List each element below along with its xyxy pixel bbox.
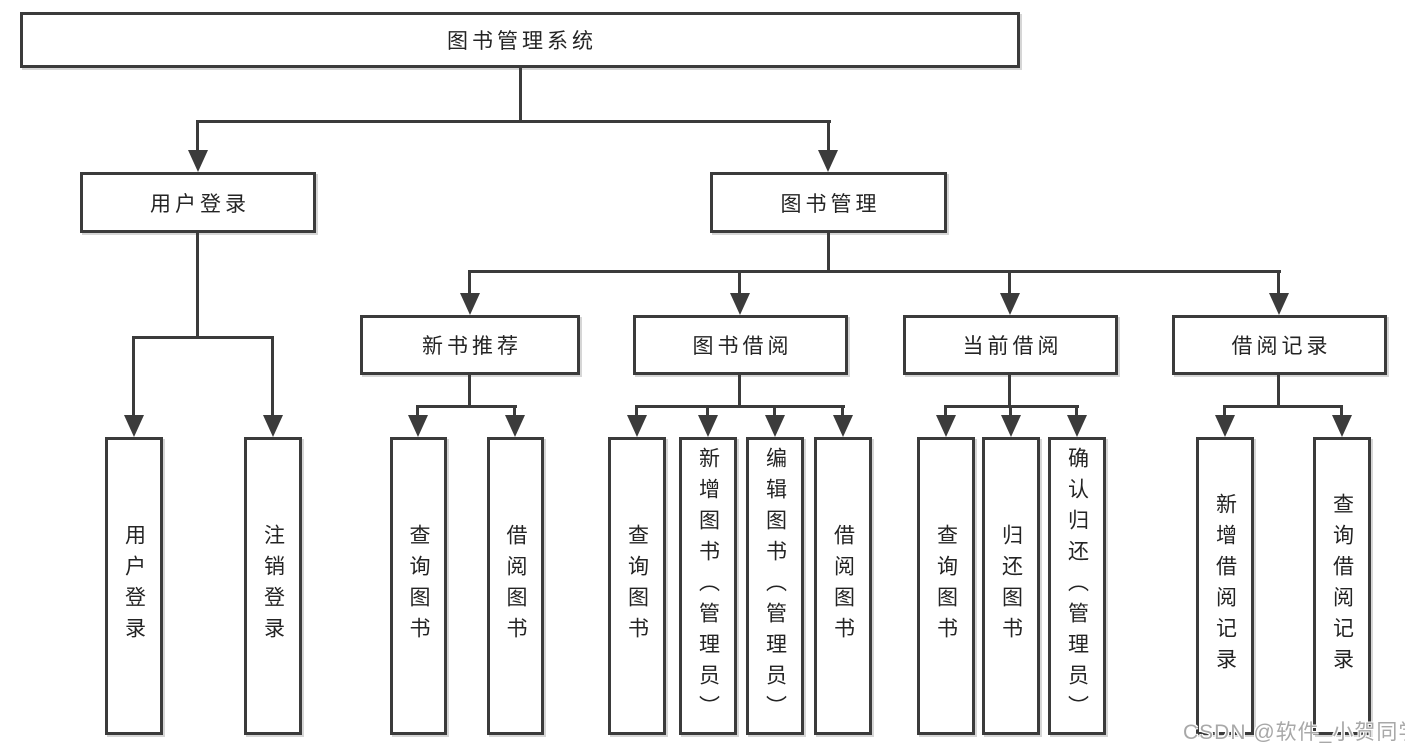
- connector-line: [738, 375, 741, 407]
- leaf-add-book-admin-label: 新增图书（管理员）: [696, 446, 720, 726]
- connector-line: [635, 405, 638, 417]
- leaf-borrow-book: 借阅图书: [814, 437, 872, 735]
- connector-line: [1277, 375, 1280, 407]
- leaf-user-login: 用户登录: [105, 437, 163, 735]
- node-root-label: 图书管理系统: [447, 30, 597, 53]
- leaf-confirm-return-admin-label: 确认归还（管理员）: [1065, 446, 1089, 726]
- connector-line: [416, 405, 419, 417]
- connector-line: [1223, 405, 1226, 417]
- node-current-borrow: 当前借阅: [903, 315, 1118, 375]
- connector-line: [468, 270, 471, 295]
- connector-line: [468, 375, 471, 407]
- leaf-query-book-current-label: 查询图书: [934, 524, 958, 648]
- connector-line: [1009, 405, 1012, 417]
- connector-line: [468, 270, 1281, 273]
- connector-line: [196, 120, 199, 152]
- arrow-down-icon: [1269, 293, 1289, 315]
- node-new-book-recommend-label: 新书推荐: [422, 335, 522, 358]
- connector-line: [1008, 270, 1011, 295]
- connector-line: [738, 270, 741, 295]
- watermark: CSDN @软件_小贺同学: [1183, 721, 1405, 744]
- node-user-login: 用户登录: [80, 172, 316, 233]
- connector-line: [827, 233, 830, 272]
- arrow-down-icon: [765, 415, 785, 437]
- arrow-down-icon: [818, 150, 838, 172]
- node-book-management-label: 图书管理: [780, 192, 881, 216]
- arrow-down-icon: [188, 150, 208, 172]
- node-book-management: 图书管理: [710, 172, 947, 233]
- node-borrow-record: 借阅记录: [1172, 315, 1387, 375]
- connector-line: [944, 405, 947, 417]
- leaf-query-borrow-record: 查询借阅记录: [1313, 437, 1371, 735]
- connector-line: [1008, 375, 1011, 407]
- arrow-down-icon: [1332, 415, 1352, 437]
- leaf-borrow-book-recommend: 借阅图书: [487, 437, 544, 735]
- arrow-down-icon: [1215, 415, 1235, 437]
- arrow-down-icon: [460, 293, 480, 315]
- leaf-borrow-book-label: 借阅图书: [831, 524, 855, 648]
- node-book-borrow: 图书借阅: [633, 315, 848, 375]
- node-root: 图书管理系统: [20, 12, 1020, 68]
- leaf-query-book-recommend-label: 查询图书: [407, 524, 430, 648]
- node-new-book-recommend: 新书推荐: [360, 315, 580, 375]
- connector-line: [519, 68, 522, 121]
- leaf-edit-book-admin: 编辑图书（管理员）: [746, 437, 804, 735]
- arrow-down-icon: [408, 415, 428, 437]
- connector-line: [1277, 270, 1280, 295]
- connector-line: [416, 405, 517, 408]
- connector-line: [132, 336, 135, 418]
- leaf-query-book-borrow: 查询图书: [608, 437, 666, 735]
- arrow-down-icon: [1001, 415, 1021, 437]
- arrow-down-icon: [936, 415, 956, 437]
- arrow-down-icon: [505, 415, 525, 437]
- leaf-return-book: 归还图书: [982, 437, 1040, 735]
- leaf-logout: 注销登录: [244, 437, 302, 735]
- leaf-add-borrow-record: 新增借阅记录: [1196, 437, 1254, 735]
- arrow-down-icon: [833, 415, 853, 437]
- leaf-add-book-admin: 新增图书（管理员）: [679, 437, 737, 735]
- leaf-query-book-recommend: 查询图书: [390, 437, 447, 735]
- arrow-down-icon: [627, 415, 647, 437]
- connector-line: [773, 405, 776, 417]
- connector-line: [271, 336, 274, 418]
- leaf-return-book-label: 归还图书: [999, 524, 1023, 648]
- arrow-down-icon: [1000, 293, 1020, 315]
- arrow-down-icon: [730, 293, 750, 315]
- arrow-down-icon: [1067, 415, 1087, 437]
- connector-line: [1340, 405, 1343, 417]
- leaf-query-borrow-record-label: 查询借阅记录: [1330, 493, 1354, 679]
- connector-line: [841, 405, 844, 417]
- connector-line: [635, 405, 845, 408]
- arrow-down-icon: [698, 415, 718, 437]
- leaf-logout-label: 注销登录: [261, 524, 285, 648]
- arrow-down-icon: [124, 415, 144, 437]
- node-book-borrow-label: 图书借阅: [692, 335, 793, 358]
- connector-line: [196, 120, 831, 123]
- node-current-borrow-label: 当前借阅: [962, 335, 1063, 358]
- leaf-user-login-label: 用户登录: [122, 524, 146, 648]
- connector-line: [827, 120, 830, 152]
- connector-line: [132, 336, 274, 339]
- leaf-borrow-book-recommend-label: 借阅图书: [504, 524, 527, 648]
- leaf-add-borrow-record-label: 新增借阅记录: [1213, 493, 1237, 679]
- leaf-query-book-borrow-label: 查询图书: [625, 524, 649, 648]
- connector-line: [1075, 405, 1078, 417]
- leaf-query-book-current: 查询图书: [917, 437, 975, 735]
- node-user-login-label: 用户登录: [150, 192, 250, 216]
- connector-line: [196, 233, 199, 339]
- connector-line: [1223, 405, 1343, 408]
- connector-line: [513, 405, 516, 417]
- connector-line: [706, 405, 709, 417]
- node-borrow-record-label: 借阅记录: [1231, 335, 1332, 358]
- arrow-down-icon: [263, 415, 283, 437]
- leaf-edit-book-admin-label: 编辑图书（管理员）: [763, 446, 787, 726]
- leaf-confirm-return-admin: 确认归还（管理员）: [1048, 437, 1106, 735]
